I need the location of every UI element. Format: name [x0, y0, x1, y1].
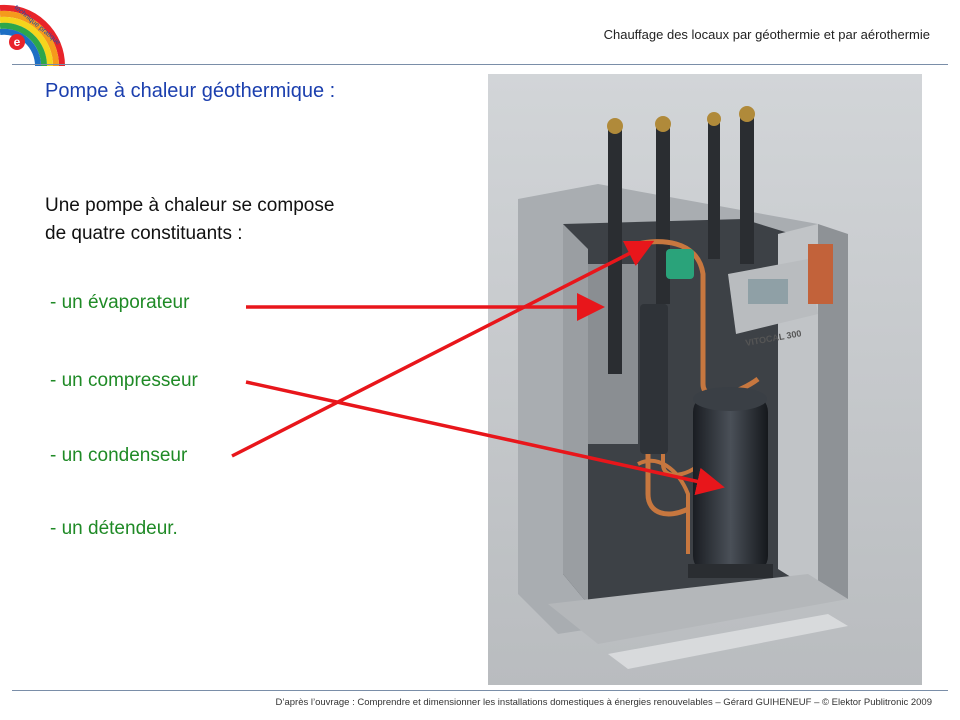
- top-divider: [12, 64, 948, 65]
- component-condenser: - un condenseur: [50, 445, 188, 466]
- logo-rainbow-icon: e technique pratique: [0, 4, 66, 66]
- component-expansion-valve: - un détendeur.: [50, 518, 178, 539]
- component-compressor: - un compresseur: [50, 370, 198, 391]
- bottom-divider: [12, 690, 948, 691]
- intro-line-2: de quatre constituants :: [45, 223, 243, 244]
- header-title: Chauffage des locaux par géothermie et p…: [603, 27, 930, 42]
- footer-credit: D’après l’ouvrage : Comprendre et dimens…: [275, 697, 933, 708]
- logo-letter: e: [14, 35, 21, 49]
- heat-pump-illustration: VITOCAL 300: [488, 74, 922, 685]
- intro-text: Une pompe à chaleur se compose de quatre…: [45, 192, 465, 248]
- slide-title: Pompe à chaleur géothermique :: [45, 80, 336, 102]
- intro-line-1: Une pompe à chaleur se compose: [45, 195, 335, 216]
- component-evaporator: - un évaporateur: [50, 292, 190, 313]
- heat-pump-photo: VITOCAL 300: [488, 74, 922, 685]
